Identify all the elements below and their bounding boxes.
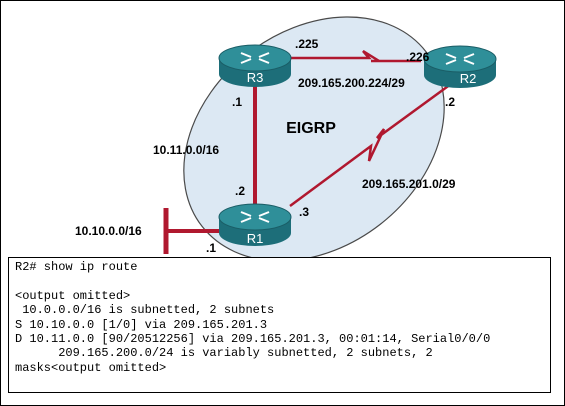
cli-line: S 10.10.0.0 [1/0] via 209.165.201.3 xyxy=(15,317,268,332)
cli-line: <output omitted> xyxy=(15,288,131,303)
label-r3-r2-network: 209.165.200.224/29 xyxy=(298,76,405,90)
link-r3-r2 xyxy=(291,49,421,63)
router-r2[interactable]: R2 xyxy=(423,45,497,88)
link-r1-r2 xyxy=(289,82,452,208)
eigrp-area-label: EIGRP xyxy=(286,120,336,137)
label-r1-r3-network: 10.11.0.0/16 xyxy=(153,143,219,157)
label-r2-bottom-if: .2 xyxy=(445,95,455,109)
cli-line: 10.0.0.0/16 is subnetted, 2 subnets xyxy=(15,303,275,318)
label-r1-serial-if: .3 xyxy=(299,205,309,219)
cli-line xyxy=(15,274,550,288)
cli-output-box: R2# show ip route <output omitted> 10.0.… xyxy=(8,257,551,393)
router-r3[interactable]: R3 xyxy=(218,44,292,87)
label-r3-r2-right-if: .226 xyxy=(406,50,430,64)
cli-line: R2# show ip route xyxy=(15,260,138,274)
label-r1-top-if: .2 xyxy=(235,184,245,198)
router-label-r1: R1 xyxy=(247,231,264,246)
router-icon xyxy=(218,203,292,246)
cli-line: D 10.11.0.0 [90/20512256] via 209.165.20… xyxy=(15,331,491,346)
cli-line: masks<output omitted> xyxy=(15,360,167,375)
router-icon xyxy=(218,44,292,87)
topology-diagram: R3 R2 xyxy=(75,16,497,257)
label-r1-r2-network: 209.165.201.0/29 xyxy=(362,177,456,191)
cli-line: 209.165.200.0/24 is variably subnetted, … xyxy=(15,346,433,361)
router-icon xyxy=(423,45,497,88)
router-label-r3: R3 xyxy=(247,70,264,85)
router-r1[interactable]: R1 xyxy=(218,203,292,246)
label-r3-bottom-if: .1 xyxy=(232,95,242,109)
label-lan-network: 10.10.0.0/16 xyxy=(75,224,142,238)
label-lan-if: .1 xyxy=(206,241,216,255)
label-r3-r2-left-if: .225 xyxy=(295,37,319,51)
lan-segment xyxy=(163,208,221,254)
router-label-r2: R2 xyxy=(460,71,477,86)
